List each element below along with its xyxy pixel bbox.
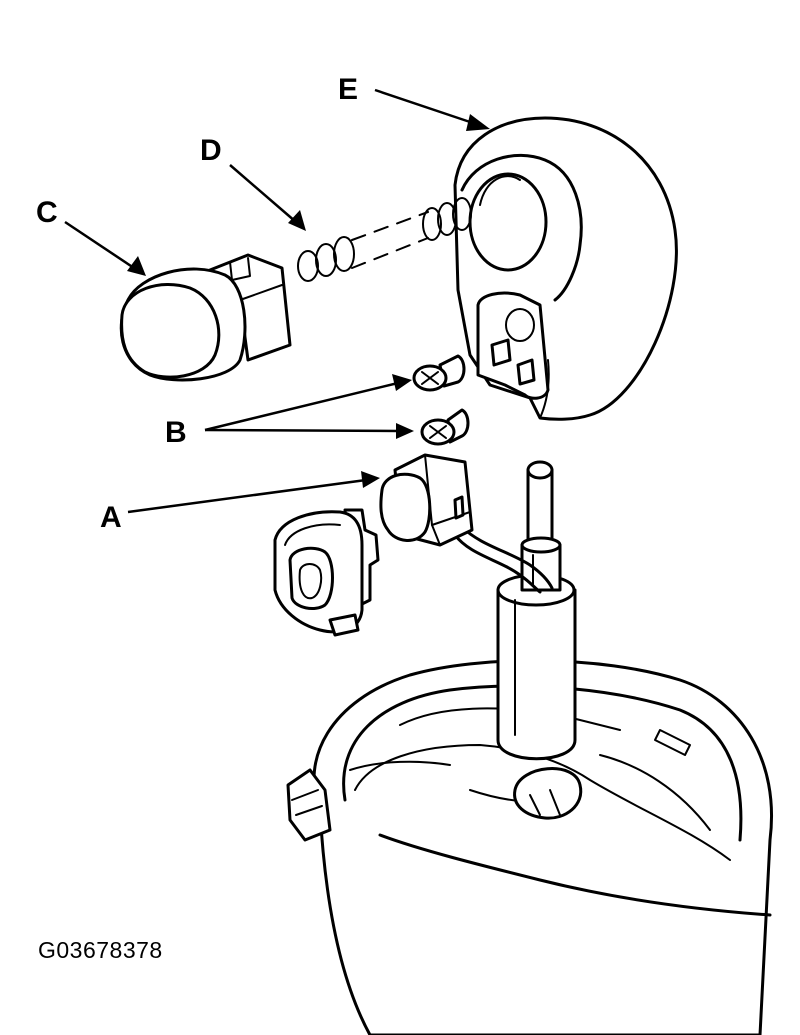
switch-cover xyxy=(273,508,380,637)
switch xyxy=(379,453,474,547)
callout-a: A xyxy=(100,501,122,534)
figure-id: G03678378 xyxy=(38,937,163,963)
push-button xyxy=(119,253,292,382)
leader-lines xyxy=(64,88,490,514)
callout-c: C xyxy=(36,196,58,229)
console-base xyxy=(286,659,773,1035)
callout-d: D xyxy=(200,134,222,167)
spring xyxy=(297,197,472,282)
shift-lever-shaft xyxy=(496,460,577,761)
callout-b: B xyxy=(165,416,187,449)
switch-wire xyxy=(453,525,554,594)
shift-knob xyxy=(453,116,678,421)
callout-e: E xyxy=(338,73,359,106)
screws xyxy=(412,354,470,446)
